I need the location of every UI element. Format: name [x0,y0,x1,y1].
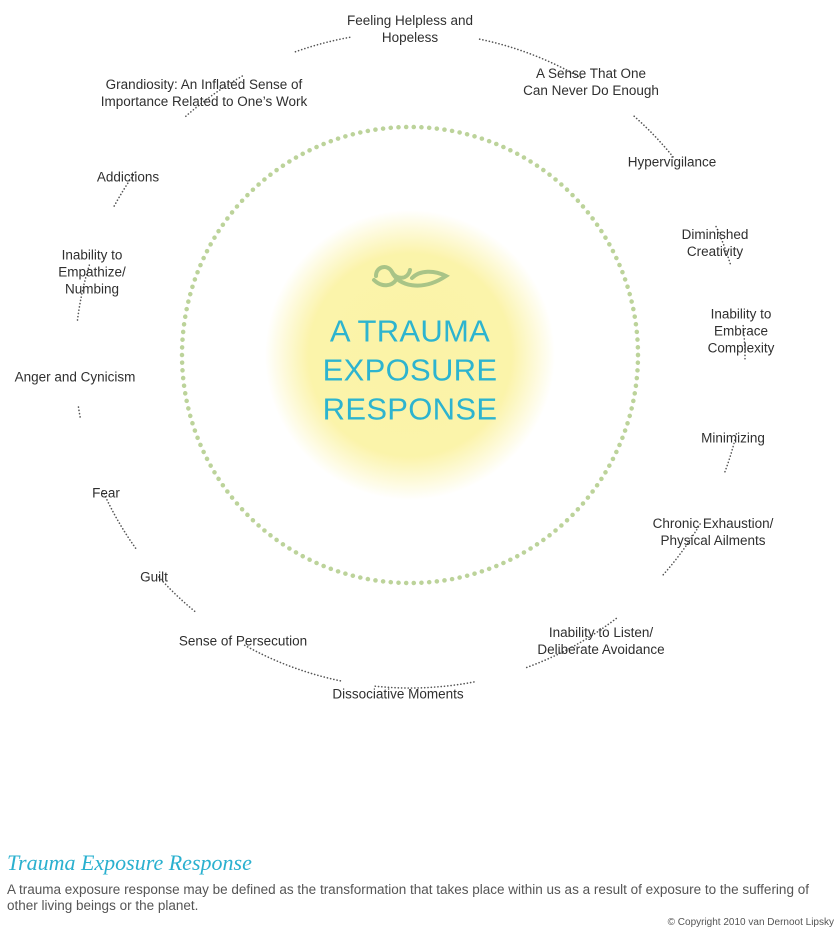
node-chronic-exhaustion: Chronic Exhaustion/ Physical Ailments [652,516,774,548]
connector-1 [633,115,675,159]
center-title: A TRAUMA EXPOSURE RESPONSE [322,313,498,427]
node-grandiosity: Grandiosity: An Inflated Sense of Import… [100,77,308,109]
footer-description: A trauma exposure response may be define… [7,882,809,913]
connector-9 [156,574,196,613]
node-fear: Fear [92,485,120,501]
node-inability-to-listen: Inability to Listen/ Deliberate Avoidanc… [537,625,665,657]
trauma-response-diagram: A TRAUMA EXPOSURE RESPONSE Feeling Helpl… [14,13,775,702]
node-minimizing: Minimizing [701,430,765,446]
node-addictions: Addictions [96,169,160,185]
connector-3 [742,324,746,361]
node-dissociative-moments: Dissociative Moments [332,686,464,702]
connector-4 [723,432,738,473]
inner-dotted-ring [179,124,641,586]
connector-13 [113,171,137,207]
diagram-rings [76,36,746,689]
node-sense-of-persecution: Sense of Persecution [178,633,308,649]
node-feeling-helpless: Feeling Helpless and Hopeless [346,13,474,45]
outer-dotted-connectors [76,36,746,689]
center-glow [265,210,555,500]
connector-10 [100,487,137,549]
connector-0 [478,38,584,80]
copyright-notice: © Copyright 2010 van Dernoot Lipsky [667,917,834,928]
connector-6 [523,617,618,670]
node-embrace-complexity: Inability to Embrace Complexity [707,306,775,356]
node-hypervigilance: Hypervigilance [627,154,717,170]
node-never-do-enough: A Sense That One Can Never Do Enough [523,66,659,98]
footer-title: Trauma Exposure Response [7,850,252,875]
connector-7 [374,681,475,689]
leaf-swirl-icon [372,265,450,288]
connector-12 [76,263,91,321]
node-guilt: Guilt [140,569,168,585]
connector-15 [294,36,353,53]
node-diminished-creativity: Diminished Creativity [681,227,749,259]
connector-11 [77,404,81,418]
node-inability-to-empathize: Inability to Empathize/ Numbing [58,247,126,297]
connector-8 [241,643,342,682]
node-anger-and-cynicism: Anger and Cynicism [14,369,136,385]
connector-2 [715,225,732,265]
